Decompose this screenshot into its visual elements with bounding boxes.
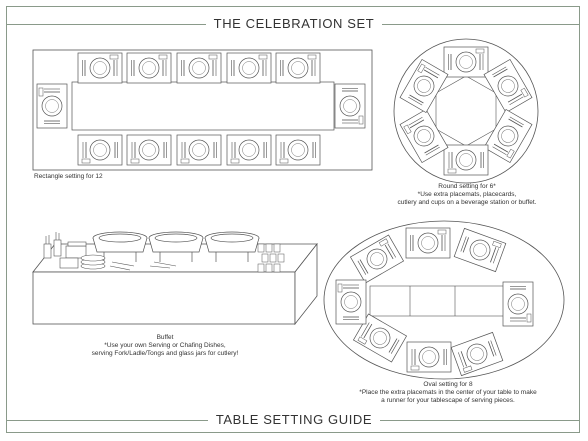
oval-caption: Oval setting for 8 *Place the extra plac… — [338, 381, 558, 405]
oval-caption-line3: a runner for your tablescape of serving … — [381, 397, 515, 404]
oval-table — [323, 220, 565, 380]
buffet-caption-line1: Buffet — [156, 334, 174, 341]
round-caption-line1: Round setting for 6* — [438, 183, 496, 190]
page-frame — [6, 6, 580, 433]
round-table — [393, 38, 539, 184]
footer-rule-left — [6, 420, 222, 421]
buffet-table — [32, 231, 318, 326]
buffet-caption-line3: serving Fork/Ladle/Tongs and glass jars … — [91, 350, 239, 357]
oval-caption-line1: Oval setting for 8 — [423, 381, 473, 388]
round-caption: Round setting for 6* *Use extra placemat… — [382, 183, 552, 207]
buffet-caption: Buffet *Use your own Serving or Chafing … — [50, 334, 280, 358]
round-caption-line3: cutlery and cups on a beverage station o… — [397, 199, 537, 206]
page-footer-title: TABLE SETTING GUIDE — [0, 412, 588, 427]
oval-caption-line2: *Place the extra placemats in the center… — [359, 389, 537, 396]
page-title: THE CELEBRATION SET — [0, 16, 588, 31]
buffet-caption-line2: *Use your own Serving or Chafing Dishes, — [104, 342, 226, 349]
round-caption-line2: *Use extra placemats, placecards, — [417, 191, 517, 198]
title-rule-right — [376, 24, 580, 25]
rectangle-caption: Rectangle setting for 12 — [34, 173, 103, 180]
rectangle-table — [32, 49, 373, 171]
title-rule-left — [6, 24, 212, 25]
footer-rule-right — [366, 420, 580, 421]
